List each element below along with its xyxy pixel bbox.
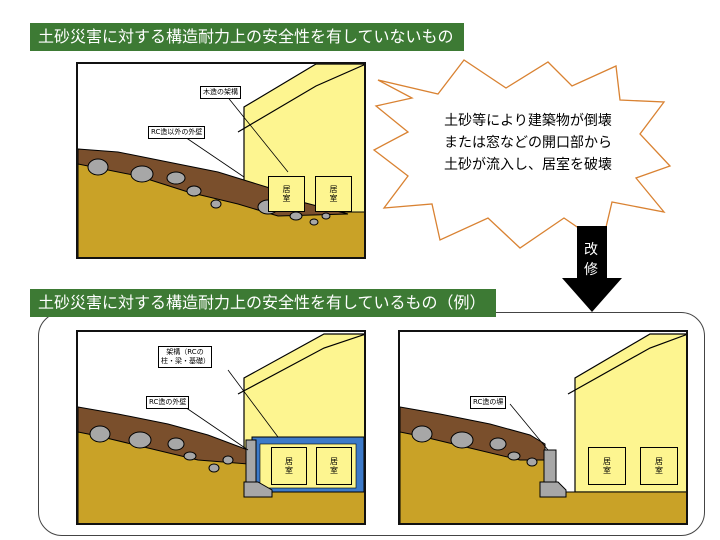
rock [526, 457, 538, 467]
diagram-unsafe-house: 居室 居室 木造の架構 RC造以外の外壁 [76, 62, 366, 259]
rock [208, 463, 220, 473]
leader-line [509, 403, 549, 451]
rock [166, 171, 186, 185]
room: 居室 [316, 447, 352, 485]
warning-burst [372, 59, 672, 249]
room: 居室 [271, 447, 307, 485]
roof-line [567, 334, 686, 395]
leader-line [227, 369, 279, 438]
rock [411, 425, 433, 443]
label-non-rc-wall: RC造以外の外壁 [148, 126, 206, 139]
rock [167, 437, 185, 451]
heading-not-safe: 土砂災害に対する構造耐力上の安全性を有していないもの [30, 23, 464, 51]
room: 居室 [588, 447, 626, 485]
arrow-char: 改 [584, 242, 598, 258]
wall-footing [243, 481, 273, 498]
rock [130, 165, 154, 183]
label-rc-frame: 架構（RCの 柱・梁・基礎） [158, 346, 212, 368]
rock [186, 185, 202, 197]
rock [489, 437, 507, 451]
rock [210, 199, 222, 209]
rock [128, 431, 152, 449]
rock [89, 425, 111, 443]
rc-frame-scene [78, 333, 364, 523]
warning-line: 土砂等により建築物が倒壊 [444, 113, 612, 129]
warning-line: 土砂が流入し、居室を破壊 [444, 157, 612, 173]
roof-line [237, 334, 364, 395]
leader-line [181, 404, 249, 451]
arrow-char: 修 [584, 262, 598, 278]
label-rc-fence: RC造の塀 [470, 396, 507, 409]
rock [450, 431, 474, 449]
room: 居室 [268, 176, 305, 212]
rock [222, 455, 234, 465]
label-wooden-frame: 木造の架構 [200, 86, 241, 99]
down-arrow-icon [562, 226, 622, 312]
rock [289, 211, 303, 221]
room: 居室 [640, 447, 678, 485]
room: 居室 [315, 176, 352, 212]
rock [321, 212, 331, 220]
leader-line [225, 94, 289, 173]
rc-fence-scene [400, 333, 686, 523]
diagram-rc-frame-house: 居室 居室 架構（RCの 柱・梁・基礎） RC造の外壁 [76, 330, 366, 525]
rock [507, 451, 521, 461]
arrow-label: 改 修 [580, 240, 602, 280]
roof-line [237, 64, 364, 133]
label-rc-wall: RC造の外壁 [146, 396, 190, 409]
rock [183, 451, 197, 461]
warning-line: または窓などの開口部から [444, 135, 612, 151]
heading-safe-examples: 土砂災害に対する構造耐力上の安全性を有しているもの（例） [30, 289, 496, 317]
fence-footing [539, 481, 567, 498]
leader-line [181, 134, 245, 178]
warning-text: 土砂等により建築物が倒壊 または窓などの開口部から 土砂が流入し、居室を破壊 [414, 110, 642, 176]
rock [87, 158, 109, 176]
label-line: 架構（RCの [166, 348, 204, 356]
rock [309, 218, 319, 226]
diagram-rc-fence-house: 居室 居室 RC造の塀 [398, 330, 688, 525]
label-line: 柱・梁・基礎） [161, 357, 210, 365]
